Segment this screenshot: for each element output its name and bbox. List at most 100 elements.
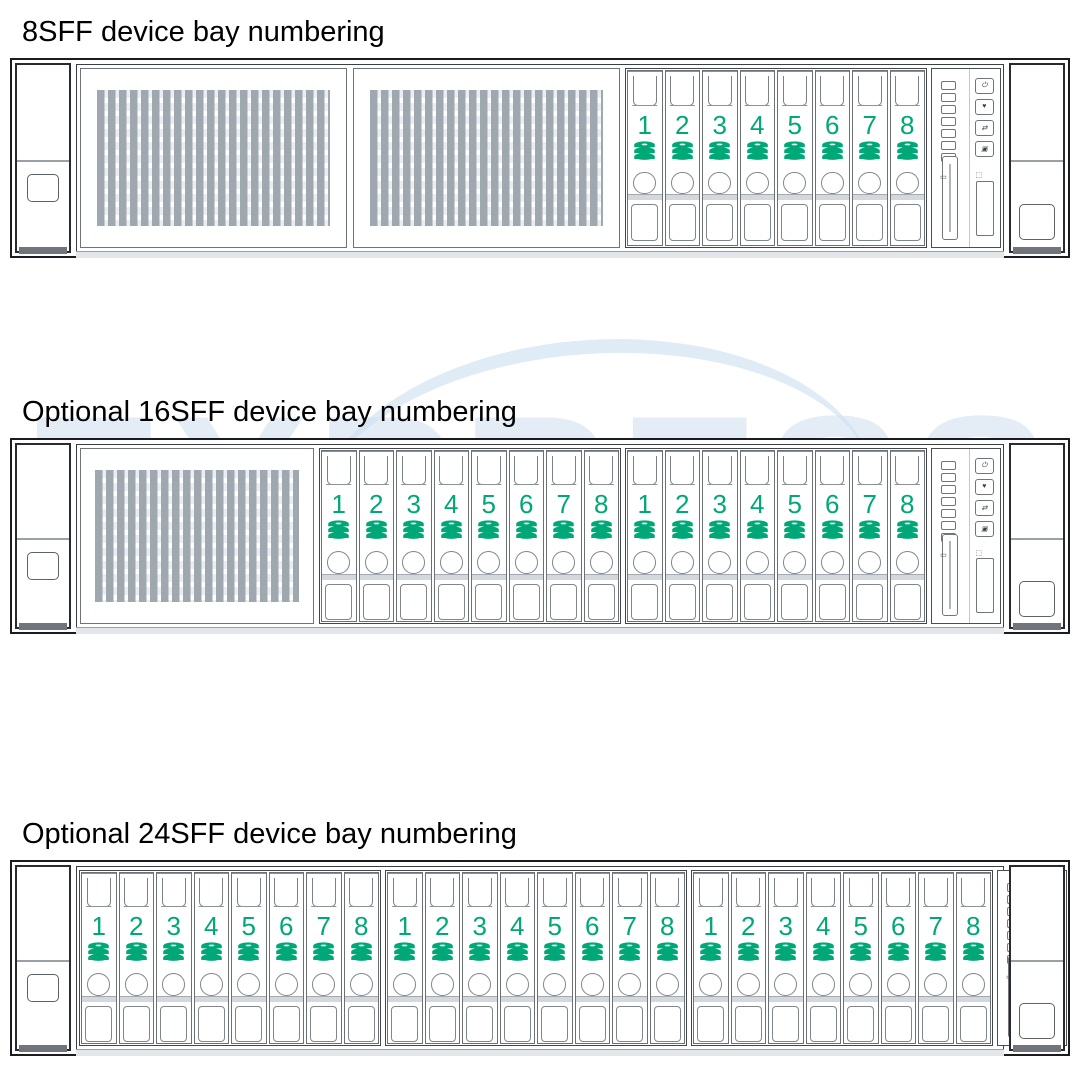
drive-bay[interactable]: 88 — [889, 70, 925, 246]
drive-bay[interactable]: 66 — [508, 450, 544, 622]
nic-status-led-icon[interactable]: ⇄ — [974, 119, 994, 136]
drive-carrier-latch-icon[interactable] — [430, 878, 455, 907]
drive-bay[interactable]: 44 — [433, 450, 469, 622]
drive-bay[interactable]: 22 — [424, 872, 460, 1044]
drive-bay[interactable]: 55 — [231, 872, 267, 1044]
drive-carrier-latch-icon[interactable] — [895, 456, 920, 485]
drive-carrier-latch-icon[interactable] — [820, 76, 845, 106]
uid-button-icon[interactable]: ▣ — [974, 520, 994, 537]
usb-port-icon[interactable] — [976, 558, 995, 613]
drive-carrier-latch-icon[interactable] — [811, 878, 836, 907]
drive-carrier-latch-icon[interactable] — [161, 878, 186, 907]
drive-bay[interactable]: 44 — [739, 450, 775, 622]
drive-carrier-latch-icon[interactable] — [857, 76, 882, 106]
drive-bay[interactable]: 66 — [268, 872, 304, 1044]
drive-carrier-latch-icon[interactable] — [392, 878, 417, 907]
drive-bay[interactable]: 55 — [843, 872, 879, 1044]
drive-carrier-latch-icon[interactable] — [857, 456, 882, 485]
drive-carrier-latch-icon[interactable] — [589, 456, 614, 485]
drive-bay[interactable]: 11 — [81, 872, 117, 1044]
drive-bay[interactable]: 33 — [462, 872, 498, 1044]
right-rack-ear[interactable] — [1009, 443, 1065, 630]
ear-release-latch-icon[interactable] — [1019, 1002, 1055, 1039]
drive-bay[interactable]: 11 — [387, 872, 423, 1044]
drive-bay[interactable]: 11 — [627, 70, 663, 246]
drive-bay[interactable]: 33 — [702, 70, 738, 246]
drive-bay[interactable]: 55 — [777, 70, 813, 246]
drive-carrier-latch-icon[interactable] — [617, 878, 642, 907]
drive-bay[interactable]: 55 — [777, 450, 813, 622]
drive-carrier-latch-icon[interactable] — [698, 878, 723, 907]
drive-bay[interactable]: 33 — [702, 450, 738, 622]
left-rack-ear[interactable] — [15, 443, 71, 630]
drive-bay[interactable]: 66 — [814, 70, 850, 246]
ear-release-latch-icon[interactable] — [27, 551, 59, 580]
drive-carrier-latch-icon[interactable] — [439, 456, 464, 485]
drive-bay[interactable]: 77 — [918, 872, 954, 1044]
drive-carrier-latch-icon[interactable] — [326, 456, 351, 485]
drive-carrier-latch-icon[interactable] — [670, 76, 695, 106]
drive-bay[interactable]: 33 — [396, 450, 432, 622]
drive-bay[interactable]: 11 — [627, 450, 663, 622]
drive-carrier-latch-icon[interactable] — [655, 878, 680, 907]
drive-bay[interactable]: 22 — [664, 70, 700, 246]
health-led-icon[interactable]: ♥ — [974, 478, 994, 495]
drive-carrier-latch-icon[interactable] — [274, 878, 299, 907]
power-button-icon[interactable]: ⏻ — [974, 457, 994, 474]
drive-bay[interactable]: 88 — [955, 872, 991, 1044]
health-led-icon[interactable]: ♥ — [974, 98, 994, 115]
ear-release-latch-icon[interactable] — [1019, 204, 1055, 241]
drive-carrier-latch-icon[interactable] — [707, 76, 732, 106]
drive-bay[interactable]: 33 — [156, 872, 192, 1044]
drive-bay[interactable]: 77 — [306, 872, 342, 1044]
left-rack-ear[interactable] — [15, 865, 71, 1052]
drive-bay[interactable]: 66 — [814, 450, 850, 622]
nic-status-led-icon[interactable]: ⇄ — [974, 499, 994, 516]
drive-bay[interactable]: 44 — [805, 872, 841, 1044]
drive-bay[interactable]: 55 — [537, 872, 573, 1044]
drive-bay[interactable]: 55 — [471, 450, 507, 622]
uid-button-icon[interactable]: ▣ — [974, 140, 994, 157]
drive-bay[interactable]: 22 — [118, 872, 154, 1044]
drive-bay[interactable]: 66 — [880, 872, 916, 1044]
control-panel[interactable]: ▭⏻♥⇄▣⬚ — [931, 448, 1001, 624]
drive-carrier-latch-icon[interactable] — [580, 878, 605, 907]
drive-carrier-latch-icon[interactable] — [848, 878, 873, 907]
drive-carrier-latch-icon[interactable] — [236, 878, 261, 907]
drive-carrier-latch-icon[interactable] — [467, 878, 492, 907]
drive-bay[interactable]: 77 — [852, 70, 888, 246]
left-rack-ear[interactable] — [15, 63, 71, 254]
drive-carrier-latch-icon[interactable] — [886, 878, 911, 907]
drive-bay[interactable]: 88 — [583, 450, 619, 622]
drive-carrier-latch-icon[interactable] — [505, 878, 530, 907]
drive-bay[interactable]: 77 — [852, 450, 888, 622]
drive-carrier-latch-icon[interactable] — [745, 76, 770, 106]
drive-carrier-latch-icon[interactable] — [782, 76, 807, 106]
drive-bay[interactable]: 11 — [321, 450, 357, 622]
drive-carrier-latch-icon[interactable] — [632, 76, 657, 106]
drive-carrier-latch-icon[interactable] — [311, 878, 336, 907]
drive-bay[interactable]: 44 — [193, 872, 229, 1044]
drive-bay[interactable]: 11 — [693, 872, 729, 1044]
drive-carrier-latch-icon[interactable] — [401, 456, 426, 485]
drive-bay[interactable]: 88 — [649, 872, 685, 1044]
drive-carrier-latch-icon[interactable] — [961, 878, 986, 907]
drive-bay[interactable]: 22 — [358, 450, 394, 622]
drive-carrier-latch-icon[interactable] — [86, 878, 111, 907]
drive-carrier-latch-icon[interactable] — [895, 76, 920, 106]
drive-carrier-latch-icon[interactable] — [745, 456, 770, 485]
drive-carrier-latch-icon[interactable] — [773, 878, 798, 907]
ear-release-latch-icon[interactable] — [27, 973, 59, 1002]
control-panel[interactable]: ▭⏻♥⇄▣⬚ — [931, 68, 1001, 248]
drive-bay[interactable]: 22 — [730, 872, 766, 1044]
right-rack-ear[interactable] — [1009, 865, 1065, 1052]
drive-bay[interactable]: 77 — [612, 872, 648, 1044]
ear-release-latch-icon[interactable] — [1019, 580, 1055, 617]
drive-bay[interactable]: 33 — [768, 872, 804, 1044]
drive-bay[interactable]: 44 — [499, 872, 535, 1044]
drive-carrier-latch-icon[interactable] — [670, 456, 695, 485]
drive-carrier-latch-icon[interactable] — [514, 456, 539, 485]
drive-bay[interactable]: 66 — [574, 872, 610, 1044]
drive-carrier-latch-icon[interactable] — [923, 878, 948, 907]
drive-carrier-latch-icon[interactable] — [349, 878, 374, 907]
